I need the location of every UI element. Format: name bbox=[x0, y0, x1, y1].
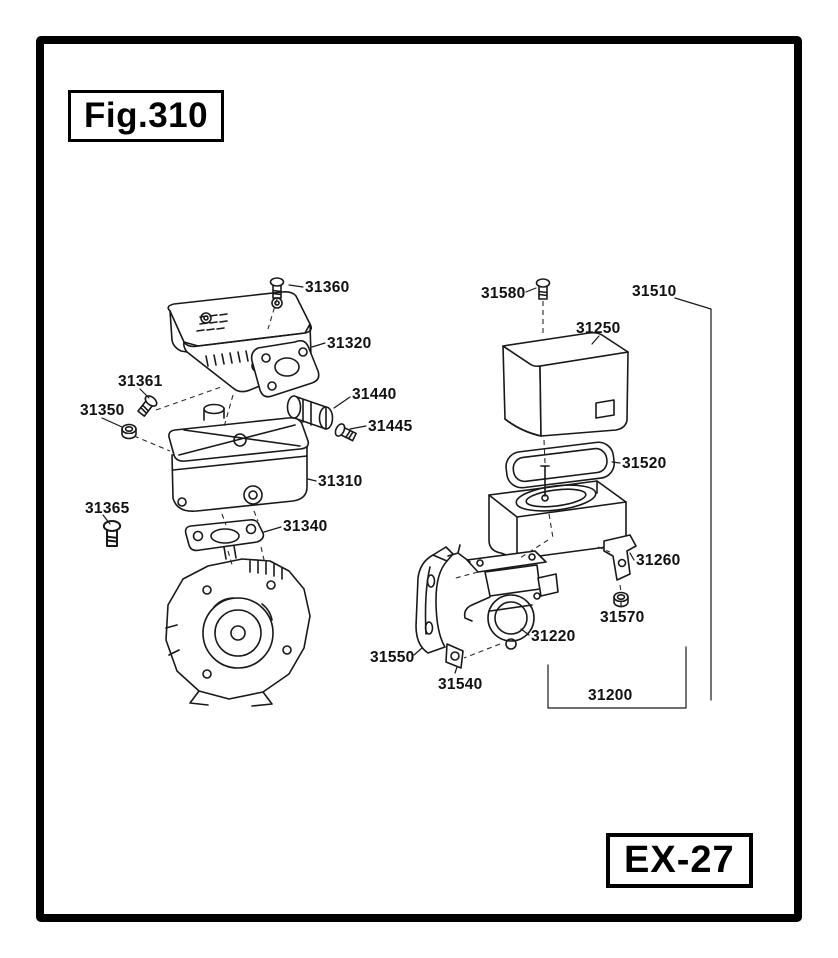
part-labels: 31360 31320 31361 31350 31440 31445 3131… bbox=[80, 279, 681, 704]
part-label-31580: 31580 bbox=[481, 285, 526, 302]
leader-lines bbox=[101, 284, 712, 674]
part-label-31445: 31445 bbox=[368, 418, 413, 435]
bolt-31445-icon bbox=[332, 421, 359, 444]
air-cleaner-cover-drawing bbox=[502, 331, 629, 437]
part-label-31510: 31510 bbox=[632, 283, 677, 300]
part-label-31310: 31310 bbox=[318, 473, 363, 490]
part-label-31320: 31320 bbox=[327, 335, 372, 352]
bolt-31365-icon bbox=[102, 520, 122, 547]
part-label-31200: 31200 bbox=[588, 687, 633, 704]
part-label-31350: 31350 bbox=[80, 402, 125, 419]
diagram-frame bbox=[36, 36, 802, 922]
model-code: EX-27 bbox=[624, 839, 735, 881]
part-label-31250: 31250 bbox=[576, 320, 621, 337]
gasket-drawing bbox=[184, 519, 265, 552]
clamp-drawing bbox=[445, 643, 464, 669]
part-label-31570: 31570 bbox=[600, 609, 645, 626]
part-label-31361: 31361 bbox=[118, 373, 163, 390]
part-label-31550: 31550 bbox=[370, 649, 415, 666]
alignment-lines bbox=[133, 298, 622, 659]
bolt-31361-icon bbox=[135, 393, 160, 419]
bolt-31580-icon bbox=[535, 278, 551, 300]
exhaust-pipe-drawing bbox=[286, 395, 334, 430]
part-label-31540: 31540 bbox=[438, 676, 483, 693]
filter-element-drawing bbox=[505, 441, 615, 489]
figure-number: Fig.310 bbox=[84, 96, 209, 135]
model-code-box: EX-27 bbox=[606, 833, 753, 888]
part-label-31220: 31220 bbox=[531, 628, 576, 645]
engine-block-drawing bbox=[165, 545, 311, 707]
part-label-31440: 31440 bbox=[352, 386, 397, 403]
part-label-31360: 31360 bbox=[305, 279, 350, 296]
part-label-31365: 31365 bbox=[85, 500, 130, 517]
part-label-31520: 31520 bbox=[622, 455, 667, 472]
muffler-drawing bbox=[167, 291, 320, 398]
part-label-31260: 31260 bbox=[636, 552, 681, 569]
fuel-tank-drawing bbox=[168, 403, 310, 513]
assembly-brackets bbox=[547, 308, 712, 709]
heat-shield-drawing bbox=[415, 546, 454, 654]
bolt-31360-icon bbox=[269, 277, 285, 299]
part-label-31340: 31340 bbox=[283, 518, 328, 535]
bracket-drawing bbox=[603, 534, 637, 581]
figure-number-box: Fig.310 bbox=[68, 90, 225, 142]
